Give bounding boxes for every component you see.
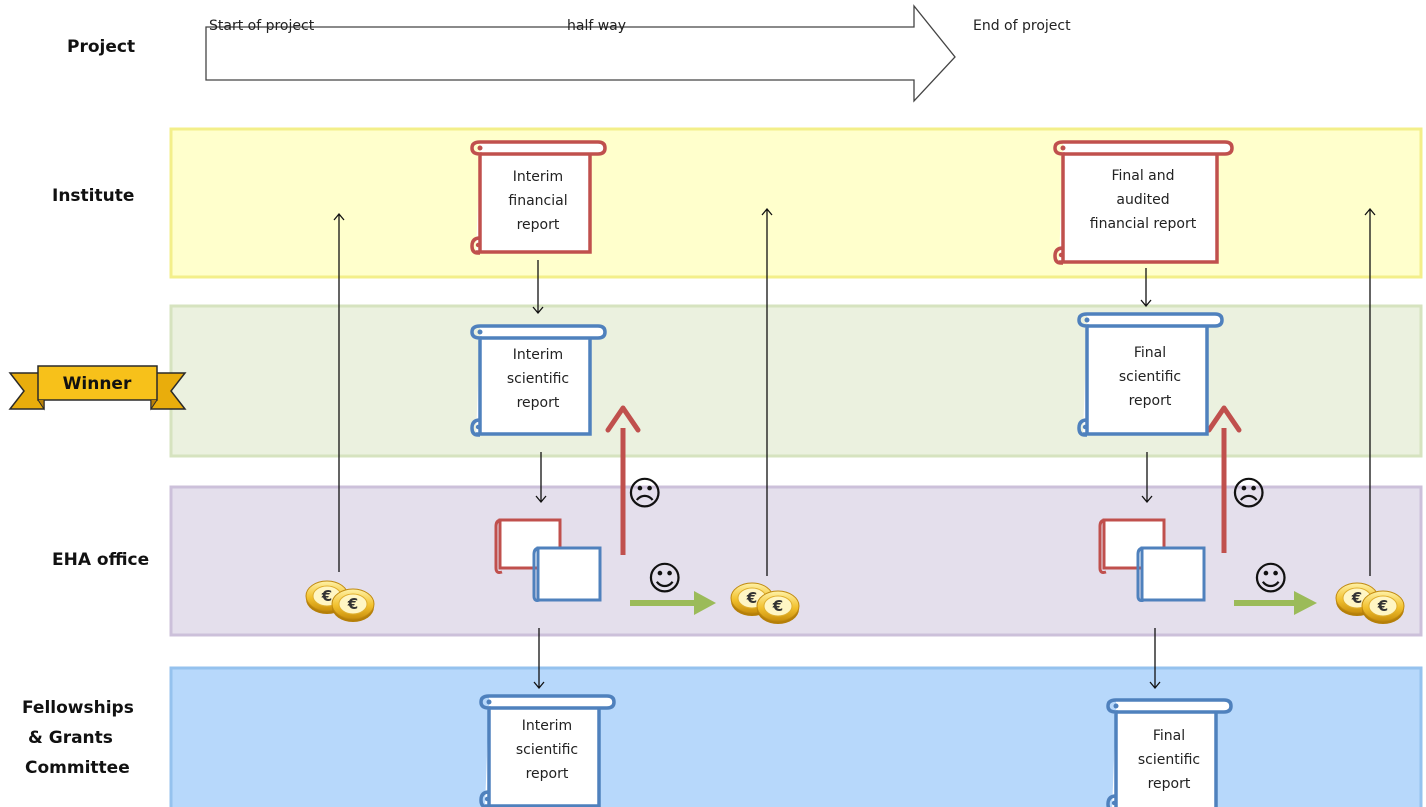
timeline-halfway-label: half way [567, 18, 626, 34]
interim-report-folders [494, 518, 602, 602]
committee-final-scientific-report: Final scientific report [1106, 698, 1233, 807]
happy-face-icon: ☺ [647, 559, 682, 599]
scroll-text-line: report [517, 395, 560, 411]
committee-label-line2: & Grants [28, 728, 113, 748]
euro-symbol-icon: € [321, 587, 332, 605]
euro-symbol-icon: € [772, 597, 783, 615]
scroll-text-line: audited [1116, 192, 1169, 208]
scroll-text-line: scientific [1138, 752, 1200, 768]
scroll-text-line: Final [1153, 728, 1185, 744]
thin-flow-arrows [333, 207, 1376, 690]
scroll-text-line: financial [508, 193, 567, 209]
institute-label: Institute [52, 186, 134, 206]
euro-symbol-icon: € [1377, 597, 1388, 615]
euro-symbol-icon: € [1351, 589, 1362, 607]
sad-face-icon: ☹ [1231, 474, 1266, 514]
scroll-text-line: scientific [507, 371, 569, 387]
report-folders [494, 518, 1206, 602]
final-report-folders [1098, 518, 1206, 602]
interim-financial-report: Interim financial report [470, 140, 607, 255]
euro-coins-halfway: €€ [730, 582, 800, 624]
interim-scientific-report: Interim scientific report [470, 324, 607, 437]
scroll-text-line: Interim [522, 718, 572, 734]
committee-interim-scientific-report: Interim scientific report [479, 694, 616, 807]
scroll-text-line: report [1129, 393, 1172, 409]
institute-lane [169, 127, 1423, 279]
scroll-text-line: Interim [513, 347, 563, 363]
scroll-text-line: Final [1134, 345, 1166, 361]
approve-arrows [630, 591, 1317, 615]
euro-coins-start: €€ [305, 580, 375, 622]
scroll-text-line: financial report [1090, 216, 1197, 232]
scroll-text-line: report [1148, 776, 1191, 792]
winner-lane [169, 304, 1423, 458]
euro-symbol-icon: € [347, 595, 358, 613]
winner-ribbon: Winner [8, 365, 187, 411]
committee-label-line1: Fellowships [22, 698, 134, 718]
scroll-text-line: scientific [516, 742, 578, 758]
final-scientific-report: Final scientific report [1077, 312, 1224, 437]
fellowships-committee-lane [169, 666, 1423, 807]
scroll-text-line: scientific [1119, 369, 1181, 385]
committee-label-line3: Committee [25, 758, 130, 778]
winner-ribbon-label: Winner [63, 374, 132, 394]
euro-coins-end: €€ [1335, 582, 1405, 624]
project-label: Project [67, 37, 135, 57]
scroll-text-line: Final and [1111, 168, 1174, 184]
project-timeline-arrow [205, 4, 956, 103]
timeline-end-label: End of project [973, 18, 1071, 34]
reject-arrows [605, 405, 1242, 555]
euro-coins: €€€€€€ [305, 580, 1405, 624]
final-audited-financial-report: Final and audited financial report [1053, 140, 1234, 265]
euro-symbol-icon: € [746, 589, 757, 607]
timeline-start-label: Start of project [209, 18, 315, 34]
scroll-text-line: report [517, 217, 560, 233]
eha-office-label: EHA office [52, 550, 149, 570]
report-scrolls: Interim financial report Final and audited fi… [470, 140, 1234, 807]
scroll-text-line: Interim [513, 169, 563, 185]
sad-face-icon: ☹ [627, 474, 662, 514]
scroll-text-line: report [526, 766, 569, 782]
happy-face-icon: ☺ [1253, 559, 1288, 599]
